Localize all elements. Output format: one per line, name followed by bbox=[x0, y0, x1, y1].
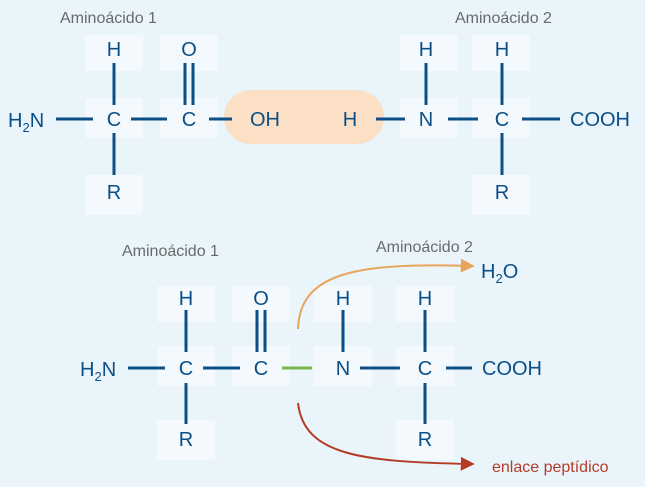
bottom-amine-hydrogen-2: H bbox=[336, 288, 350, 310]
top-amine-hydrogen-2: H bbox=[419, 39, 433, 61]
top-caption-aminoacid-1: Aminoácido 1 bbox=[60, 10, 157, 27]
peptide-bond-arrow bbox=[297, 402, 475, 471]
bottom-nitrogen-2: N bbox=[336, 358, 350, 380]
top-r-group-1: R bbox=[107, 182, 121, 204]
bottom-caption-aminoacid-2: Aminoácido 2 bbox=[376, 239, 473, 256]
bottom-r-group-1: R bbox=[179, 429, 193, 451]
bottom-caption-aminoacid-1: Aminoácido 1 bbox=[122, 243, 219, 260]
bottom-carbonyl-carbon: C bbox=[254, 358, 268, 380]
top-carboxyl-group: COOH bbox=[570, 109, 630, 131]
bottom-amine-group: H2N bbox=[80, 359, 116, 384]
bottom-r-group-2: R bbox=[418, 429, 432, 451]
bottom-alpha-carbon-2: C bbox=[418, 358, 432, 380]
top-alpha-carbon-1: C bbox=[107, 109, 121, 131]
peptide-bond-label: enlace peptídico bbox=[492, 459, 609, 476]
top-caption-aminoacid-2: Aminoácido 2 bbox=[455, 10, 552, 27]
top-r-group-2: R bbox=[495, 182, 509, 204]
top-hydrogen-alpha-2: H bbox=[495, 39, 509, 61]
top-carbonyl-carbon: C bbox=[182, 109, 196, 131]
top-carbonyl-oxygen: O bbox=[181, 39, 197, 61]
bottom-carboxyl-group: COOH bbox=[482, 358, 542, 380]
water-release-arrow bbox=[297, 258, 475, 330]
bottom-alpha-carbon-1: C bbox=[179, 358, 193, 380]
top-bonds bbox=[56, 63, 560, 175]
top-alpha-carbon-2: C bbox=[495, 109, 509, 131]
top-amine-group: H2N bbox=[8, 110, 44, 135]
top-hydroxyl: OH bbox=[250, 109, 280, 131]
bottom-hydrogen-alpha-1: H bbox=[179, 288, 193, 310]
top-background-tiles bbox=[85, 35, 530, 215]
bottom-background-tiles bbox=[157, 286, 454, 460]
water-product: H2O bbox=[481, 261, 518, 286]
bottom-hydrogen-alpha-2: H bbox=[418, 288, 432, 310]
top-leaving-hydrogen: H bbox=[343, 109, 357, 131]
top-nitrogen-2: N bbox=[419, 109, 433, 131]
bottom-carbonyl-oxygen: O bbox=[253, 288, 269, 310]
bottom-bonds bbox=[128, 310, 472, 424]
top-hydrogen-alpha-1: H bbox=[107, 39, 121, 61]
water-highlight bbox=[224, 90, 384, 144]
